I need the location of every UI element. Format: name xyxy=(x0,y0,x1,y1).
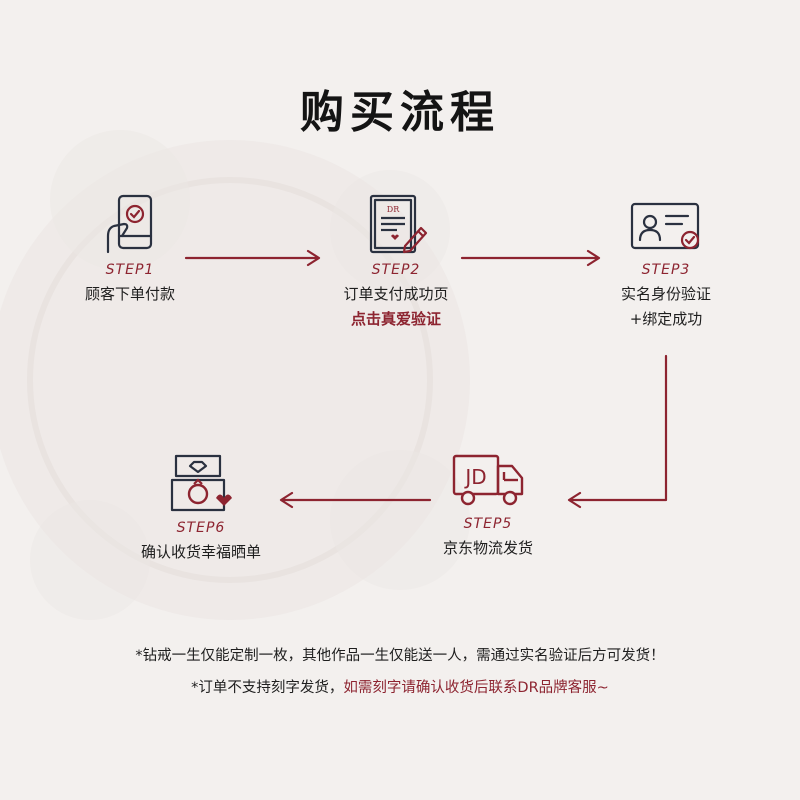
step-6-desc: 确认收货幸福晒单 xyxy=(140,543,261,561)
page-title: 购买流程 xyxy=(300,87,500,138)
jd-truck-icon: JD xyxy=(452,454,524,506)
note-line-2-highlight: 如需刻字请确认收货后联系DR品牌客服~ xyxy=(343,680,609,696)
step-2-desc: 订单支付成功页 xyxy=(343,285,449,303)
svg-text:DR: DR xyxy=(387,205,400,214)
purchase-notes: *钻戒一生仅能定制一枚，其他作品一生仅能送一人，需通过实名验证后方可发货！ *订… xyxy=(0,640,800,704)
step-6-label: STEP6 xyxy=(176,520,226,536)
arrow-step2-to-step3 xyxy=(460,249,601,267)
step-3-desc-line2: +绑定成功 xyxy=(629,310,703,328)
step-3: STEP3 实名身份验证 +绑定成功 xyxy=(586,192,746,332)
step-1-label: STEP1 xyxy=(105,262,155,278)
arrow-step1-to-step2 xyxy=(184,249,321,267)
step-2-label: STEP2 xyxy=(371,262,421,278)
step-5-desc: 京东物流发货 xyxy=(442,539,533,557)
phone-check-icon xyxy=(106,194,153,254)
step-6: STEP6 确认收货幸福晒单 xyxy=(116,450,286,565)
id-card-check-icon xyxy=(630,202,700,250)
truck-jd-text: JD xyxy=(463,465,486,489)
step-5-label: STEP5 xyxy=(463,516,513,532)
note-line-2-prefix: *订单不支持刻字发货， xyxy=(191,680,344,696)
step-3-label: STEP3 xyxy=(641,262,691,278)
note-line-2: *订单不支持刻字发货，如需刻字请确认收货后联系DR品牌客服~ xyxy=(0,672,800,704)
arrow-step3-to-step5 xyxy=(567,354,668,509)
step-5: JD STEP5 京东物流发货 xyxy=(408,450,568,561)
step-1: STEP1 顾客下单付款 xyxy=(50,192,210,307)
ring-box-heart-icon xyxy=(170,454,232,512)
step-2-verify-highlight: 点击真爱验证 xyxy=(350,310,441,328)
step-3-desc-line1: 实名身份验证 xyxy=(620,285,711,303)
certificate-pen-icon: DR xyxy=(369,194,428,254)
step-2: DR STEP2 订单支付成功页 点击真爱验证 xyxy=(316,192,476,332)
step-1-desc: 顾客下单付款 xyxy=(84,285,175,303)
arrow-step5-to-step6 xyxy=(279,491,432,509)
note-line-1: *钻戒一生仅能定制一枚，其他作品一生仅能送一人，需通过实名验证后方可发货！ xyxy=(135,648,665,664)
